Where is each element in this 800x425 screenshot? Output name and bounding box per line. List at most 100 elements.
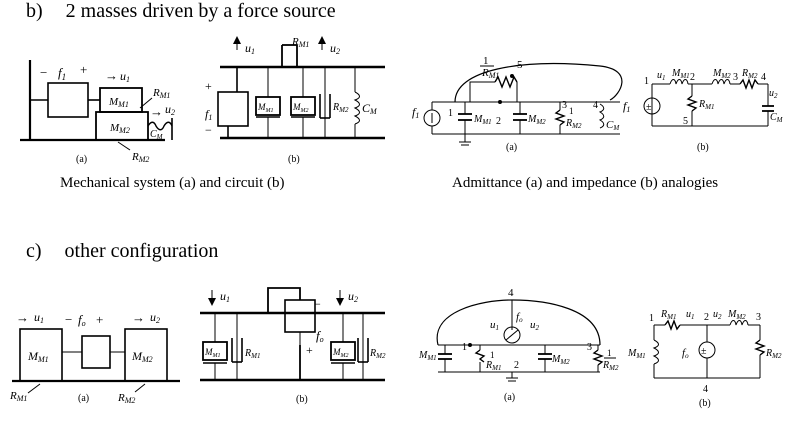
svg-text:MM1: MM1 — [204, 347, 221, 359]
svg-text:(a): (a) — [506, 142, 517, 153]
svg-text:→: → — [150, 104, 163, 119]
svg-text:u1: u1 — [245, 41, 255, 56]
svg-text:fo: fo — [316, 328, 324, 344]
svg-text:3: 3 — [587, 342, 592, 353]
svg-text:RM1: RM1 — [9, 390, 27, 403]
svg-text:(b): (b) — [697, 142, 709, 153]
svg-text:−: − — [314, 297, 321, 311]
svg-text:3: 3 — [562, 100, 567, 111]
c-mechanical-system: MM1 → u1 − fo + MM2 → u2 RM1 RM2 (a) — [9, 310, 180, 405]
svg-text:→: → — [16, 310, 29, 325]
svg-text:f1: f1 — [412, 105, 419, 120]
section-c-title: other configuration — [64, 240, 219, 262]
svg-text:MM1: MM1 — [418, 350, 437, 362]
svg-text:MM2: MM2 — [131, 349, 153, 364]
svg-text:fo: fo — [78, 312, 86, 328]
svg-text:±: ± — [646, 102, 652, 113]
svg-text:RM2: RM2 — [602, 360, 619, 372]
svg-text:2: 2 — [514, 360, 519, 371]
b-a-f1-label: f1 — [58, 65, 66, 82]
svg-text:CM: CM — [770, 112, 784, 124]
section-c-letter: c) — [26, 240, 42, 262]
svg-text:CM: CM — [606, 119, 620, 132]
c-impedance-circuit: 1 MM1 RM1 u1 2 u2 ± fo MM2 3 RM2 4 (b) — [627, 309, 782, 409]
svg-text:CM: CM — [362, 101, 378, 116]
svg-text:2: 2 — [496, 116, 501, 127]
svg-text:MM2: MM2 — [712, 68, 731, 80]
section-b-heading: b) 2 masses driven by a force source — [26, 0, 336, 23]
svg-text:→: → — [105, 68, 118, 83]
svg-text:RM2: RM2 — [369, 348, 386, 360]
svg-text:RM1: RM1 — [660, 309, 676, 321]
svg-text:MM2: MM2 — [551, 354, 570, 366]
svg-text:+: + — [96, 312, 103, 327]
svg-text:u2: u2 — [150, 310, 160, 325]
svg-text:MM1: MM1 — [257, 102, 274, 114]
c-admittance-circuit: 4 MM1 1 1 RM1 u1 fo u2 2 MM2 3 1 RM2 — [418, 287, 619, 403]
svg-text:−: − — [205, 123, 212, 137]
svg-text:(a): (a) — [504, 392, 515, 403]
svg-text:1: 1 — [649, 313, 654, 324]
svg-text:−: − — [65, 312, 72, 327]
svg-text:MM2: MM2 — [527, 114, 546, 126]
svg-text:5: 5 — [683, 116, 688, 127]
b-a-minus: − — [40, 65, 47, 80]
svg-text:u1: u1 — [490, 319, 499, 332]
svg-text:1: 1 — [462, 342, 467, 353]
svg-text:u1: u1 — [657, 70, 666, 82]
svg-text:RM1: RM1 — [485, 360, 501, 372]
svg-text:MM2: MM2 — [292, 102, 309, 114]
svg-text:(a): (a) — [78, 393, 89, 404]
b-mechanical-circuit: u1 u2 RM1 + f1 − MM1 MM2 RM2 CM (b) — [205, 36, 385, 165]
svg-text:u2: u2 — [713, 309, 722, 321]
svg-text:→: → — [132, 310, 145, 325]
svg-text:+: + — [205, 79, 212, 93]
svg-text:MM2: MM2 — [109, 122, 130, 135]
svg-text:5: 5 — [517, 59, 523, 71]
b-a-rm1-label: RM1 — [152, 87, 170, 100]
svg-text:MM1: MM1 — [671, 68, 690, 80]
svg-text:MM2: MM2 — [332, 347, 349, 359]
svg-text:(b): (b) — [288, 154, 300, 165]
svg-text:3: 3 — [756, 312, 761, 323]
svg-text:3: 3 — [733, 72, 738, 83]
svg-text:1: 1 — [607, 348, 612, 358]
svg-text:(b): (b) — [699, 398, 711, 409]
svg-text:fo: fo — [516, 311, 523, 324]
svg-text:MM1: MM1 — [27, 349, 49, 364]
svg-text:u1: u1 — [220, 289, 230, 304]
section-b-letter: b) — [26, 0, 43, 22]
svg-text:±: ± — [701, 346, 707, 357]
svg-text:RM1: RM1 — [698, 99, 714, 111]
svg-text:(b): (b) — [296, 394, 308, 405]
c-mechanical-circuit: u1 u2 MM1 RM1 − fo + MM2 RM2 (b) — [200, 287, 386, 405]
svg-text:4: 4 — [703, 384, 708, 395]
b-mechanical-system: − f1 + MM1 → u1 MM2 RM1 → u2 CM RM2 (a) — [20, 60, 175, 165]
b-a-u1-label: u1 — [120, 69, 130, 84]
svg-text:RM2: RM2 — [117, 392, 135, 405]
svg-text:4: 4 — [508, 287, 514, 299]
svg-text:MM1: MM1 — [108, 96, 129, 109]
section-c-heading: c) other configuration — [26, 240, 218, 263]
b-a-plus: + — [80, 62, 87, 77]
svg-text:MM2: MM2 — [727, 309, 746, 321]
section-b-title: 2 masses driven by a force source — [65, 0, 336, 22]
svg-text:+: + — [306, 343, 313, 357]
b-a-u2-label: u2 — [165, 102, 175, 117]
caption-admittance-impedance: Admittance (a) and impedance (b) analogi… — [452, 175, 719, 191]
svg-text:f1: f1 — [623, 99, 630, 114]
svg-text:MM1: MM1 — [627, 348, 646, 360]
b-a-rm2-label: RM2 — [131, 151, 149, 164]
svg-text:1: 1 — [644, 76, 649, 87]
svg-text:u2: u2 — [348, 289, 358, 304]
svg-text:1: 1 — [490, 350, 495, 360]
svg-text:u2: u2 — [769, 88, 778, 100]
svg-text:2: 2 — [704, 312, 709, 323]
svg-text:fo: fo — [682, 347, 689, 360]
svg-text:MM1: MM1 — [473, 114, 492, 126]
b-a-cm-label: CM — [150, 129, 164, 141]
svg-text:1: 1 — [569, 106, 574, 116]
svg-text:u1: u1 — [686, 309, 695, 321]
svg-text:RM1: RM1 — [481, 67, 499, 80]
b-a-sub-a: (a) — [76, 154, 87, 165]
